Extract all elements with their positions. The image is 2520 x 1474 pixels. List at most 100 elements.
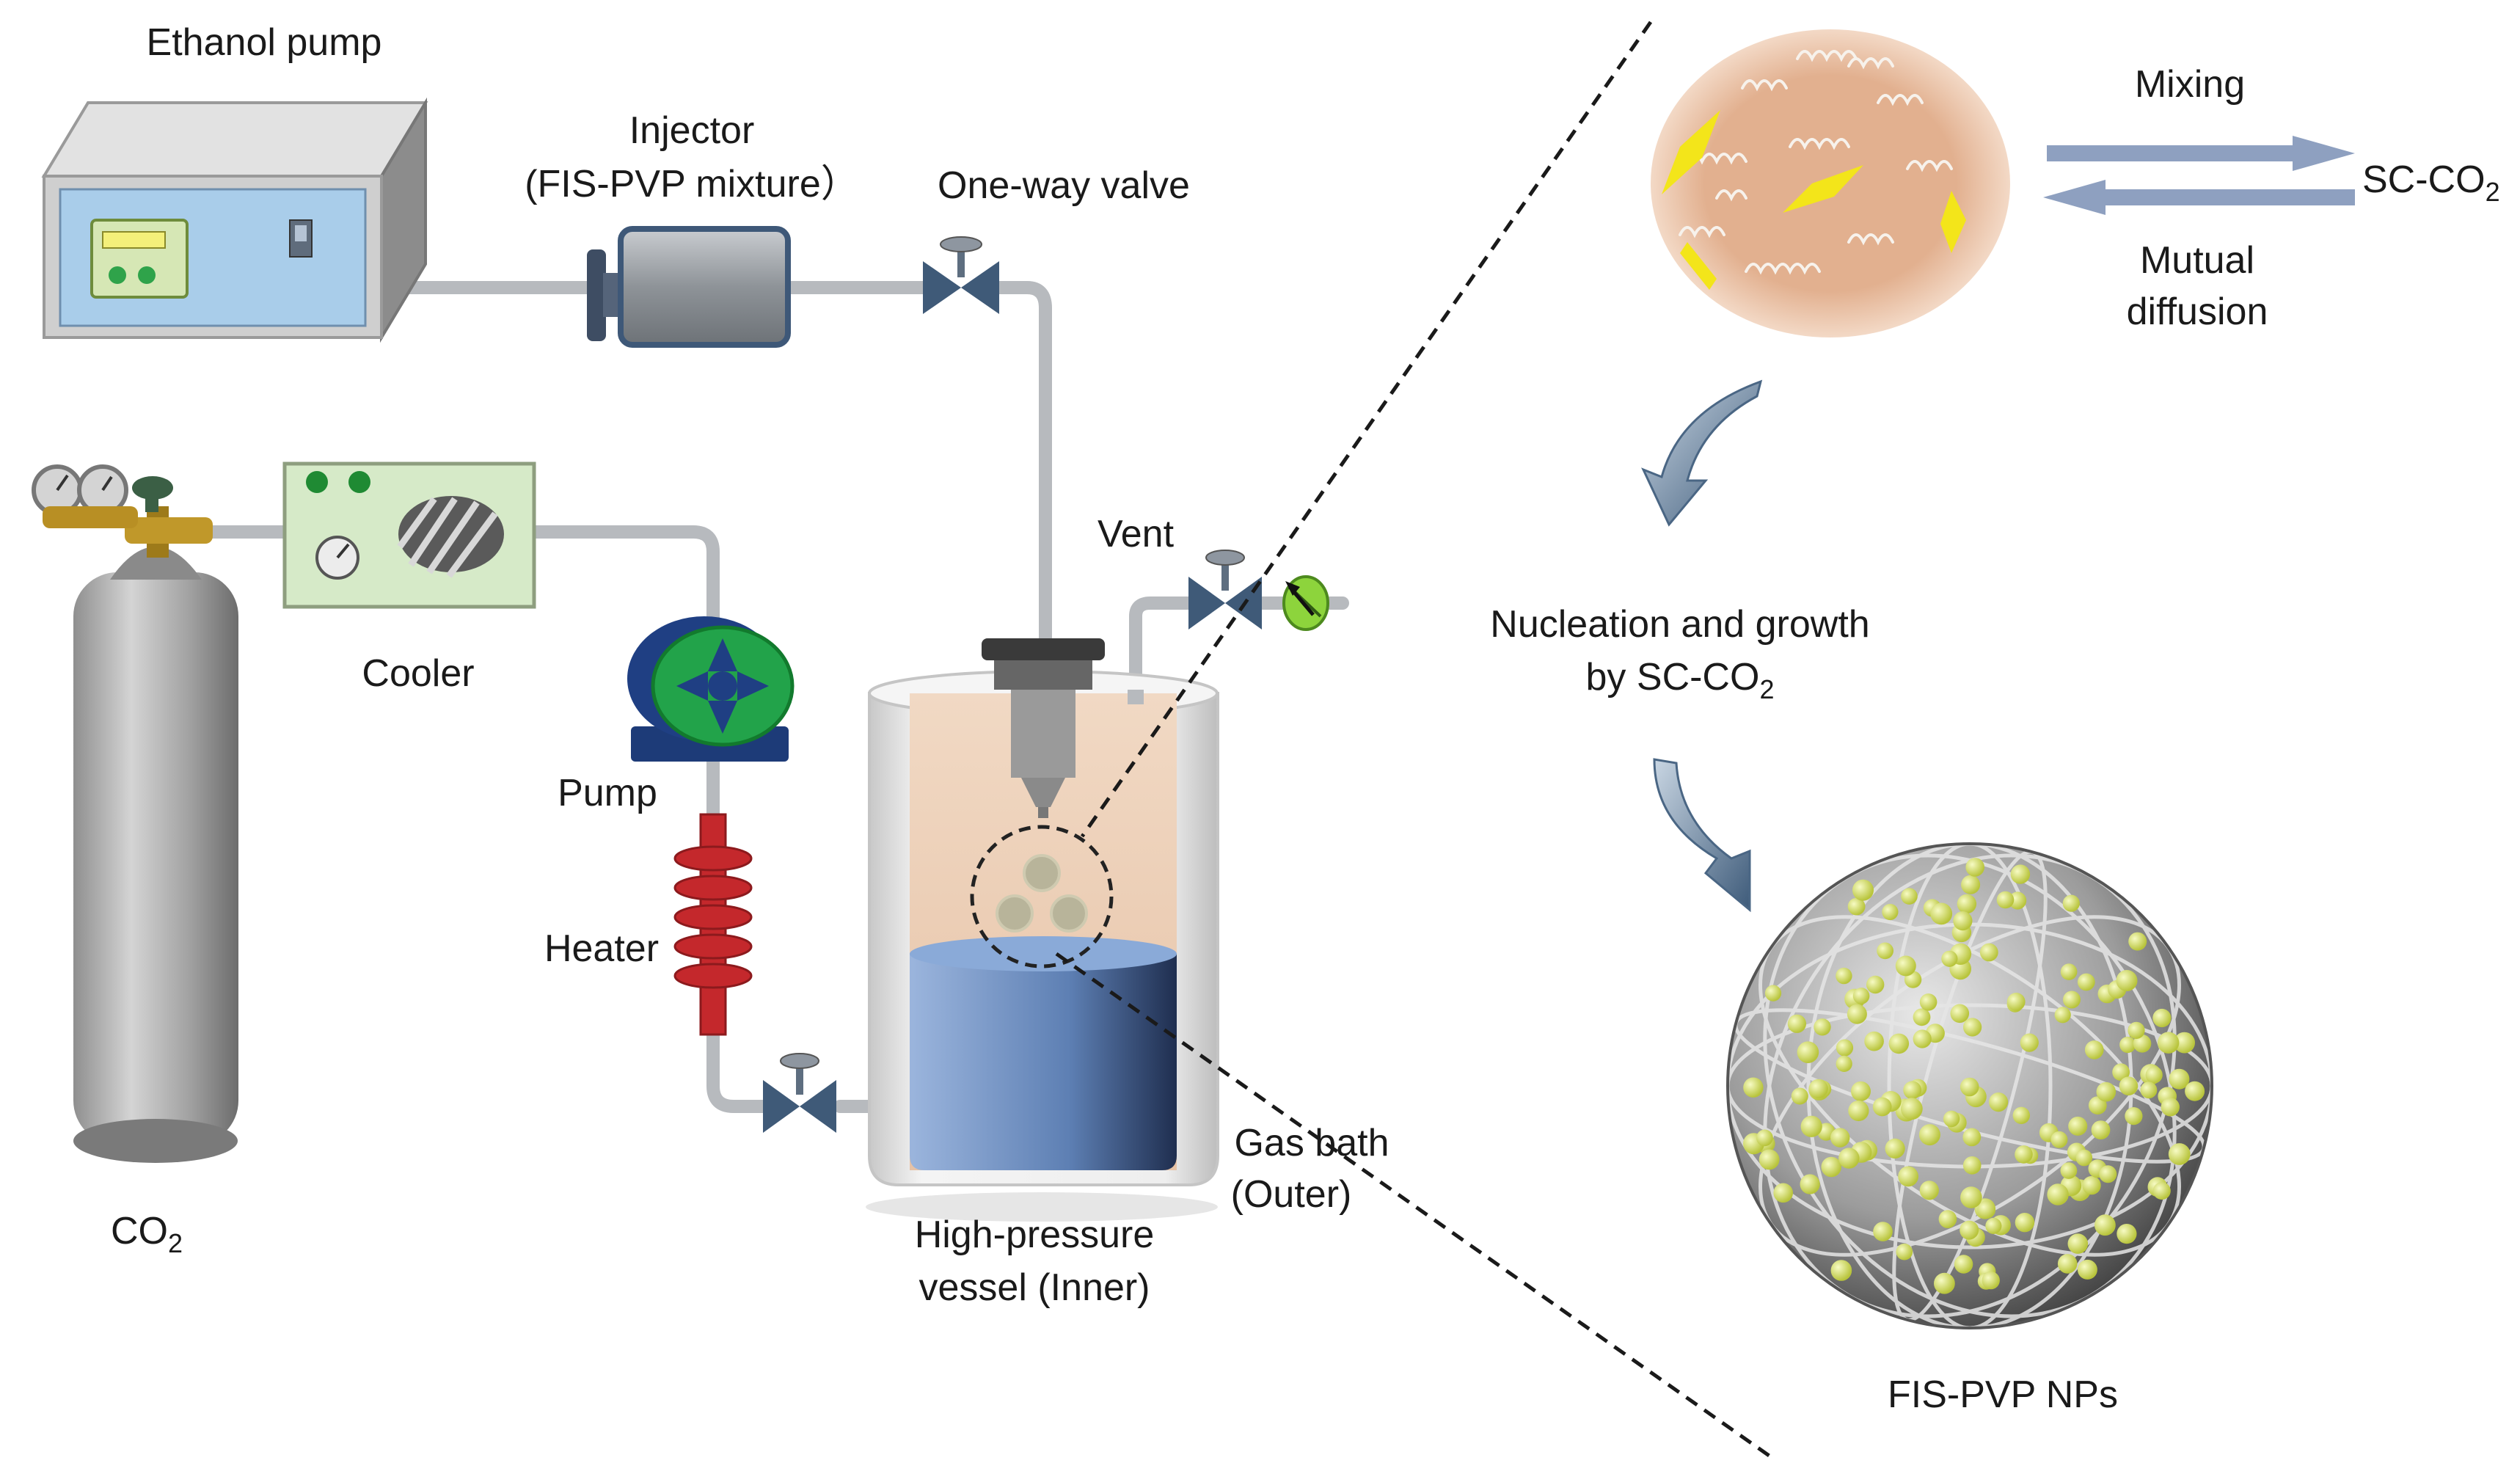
nanoparticle bbox=[1882, 903, 1899, 921]
nanoparticle bbox=[1791, 1087, 1808, 1105]
nanoparticle bbox=[2152, 1008, 2172, 1028]
label-diffusion: diffusion bbox=[2127, 291, 2268, 333]
nanoparticle bbox=[2015, 1145, 2033, 1164]
nanoparticle bbox=[1962, 1128, 1982, 1147]
nanoparticle bbox=[1982, 1271, 2000, 1290]
nanoparticle bbox=[2116, 970, 2138, 991]
nanoparticle bbox=[2185, 1081, 2205, 1101]
co2-cylinder bbox=[32, 464, 238, 1163]
nanoparticle bbox=[1800, 1115, 1822, 1137]
nanoparticle bbox=[1877, 942, 1894, 960]
label-injector: Injector bbox=[629, 109, 755, 152]
nanoparticle bbox=[1830, 1260, 1852, 1281]
fis-pvp-droplet bbox=[1651, 29, 2010, 338]
nanoparticle bbox=[1965, 858, 1984, 877]
label-cooler: Cooler bbox=[362, 652, 474, 695]
nanoparticle bbox=[2094, 1214, 2116, 1236]
nanoparticle bbox=[1960, 1220, 1979, 1240]
nanoparticle bbox=[1847, 897, 1866, 916]
nanoparticle bbox=[2158, 1032, 2180, 1054]
label-pump: Pump bbox=[558, 772, 657, 814]
nanoparticle bbox=[1821, 1156, 1842, 1178]
nanoparticle bbox=[1797, 1041, 1819, 1063]
nanoparticle bbox=[1960, 1077, 1979, 1097]
nanoparticle bbox=[1764, 985, 1782, 1001]
nanoparticle bbox=[1814, 1018, 1831, 1036]
nanoparticle bbox=[2077, 973, 2095, 991]
cooler bbox=[282, 461, 536, 609]
nanoparticle bbox=[2054, 1007, 2071, 1024]
nanoparticle bbox=[1895, 955, 1916, 977]
nanoparticle bbox=[2152, 1182, 2171, 1200]
label-vessel-line2: vessel (Inner) bbox=[919, 1266, 1150, 1309]
nanoparticle bbox=[2128, 932, 2147, 951]
nanoparticle bbox=[1962, 1156, 1982, 1175]
nanoparticle bbox=[1930, 902, 1953, 925]
nanoparticle bbox=[1836, 967, 1852, 985]
nanoparticle bbox=[1756, 1129, 1773, 1147]
nanoparticle bbox=[2075, 1149, 2093, 1167]
nanoparticle bbox=[2099, 1165, 2117, 1183]
heater bbox=[673, 813, 753, 1036]
nanoparticle bbox=[2128, 1021, 2145, 1039]
nanoparticle bbox=[2067, 1233, 2089, 1254]
nanoparticle bbox=[1950, 1004, 1970, 1024]
one-way-valve bbox=[923, 236, 999, 314]
nanoparticle bbox=[1934, 1272, 1955, 1294]
nanoparticle bbox=[2012, 1106, 2030, 1125]
label-vent: Vent bbox=[1098, 513, 1175, 555]
label-gas-bath-outer: (Outer) bbox=[1231, 1173, 1352, 1216]
nanoparticle bbox=[1919, 1181, 1939, 1200]
nanoparticle bbox=[2060, 1162, 2078, 1179]
process-arrow-2 bbox=[1653, 758, 1751, 913]
nanoparticle bbox=[1953, 911, 1973, 931]
ethanol-pump bbox=[41, 97, 428, 343]
nanoparticle bbox=[1872, 1097, 1892, 1117]
nanoparticle bbox=[2174, 1032, 2196, 1054]
label-one-way-valve: One-way valve bbox=[938, 164, 1190, 207]
nanoparticle bbox=[1885, 1138, 1905, 1159]
label-ethanol-pump: Ethanol pump bbox=[147, 21, 382, 64]
nanoparticle bbox=[1960, 1186, 1982, 1208]
nanoparticle bbox=[1743, 1077, 1764, 1098]
nanoparticle bbox=[2096, 1081, 2117, 1102]
nanoparticle bbox=[1957, 894, 1977, 914]
nanoparticle bbox=[2140, 1081, 2158, 1099]
label-sc-co2: SC-CO2 bbox=[2362, 158, 2500, 207]
nanoparticle bbox=[2161, 1098, 2180, 1117]
nanoparticle bbox=[1864, 1031, 1884, 1051]
nanoparticle bbox=[2133, 1035, 2152, 1053]
fis-pvp-nanoparticle-sphere bbox=[1726, 842, 2213, 1329]
nanoparticle bbox=[2084, 1040, 2104, 1059]
nanoparticle bbox=[1954, 1255, 1973, 1274]
vent-flow-indicator bbox=[1282, 575, 1329, 631]
label-vessel-line1: High-pressure bbox=[915, 1214, 1155, 1256]
nanoparticle bbox=[2077, 1259, 2097, 1280]
nanoparticle bbox=[1961, 875, 1981, 894]
nanoparticle bbox=[1888, 1033, 1910, 1054]
nanoparticle bbox=[2168, 1143, 2191, 1165]
nanoparticle bbox=[1838, 1148, 1860, 1169]
nanoparticle bbox=[2117, 1224, 2137, 1244]
nanoparticle bbox=[2119, 1076, 2139, 1095]
nanoparticle bbox=[1787, 1014, 1806, 1033]
nanoparticle bbox=[1800, 1174, 1820, 1194]
nanoparticle bbox=[2015, 1213, 2035, 1233]
nanoparticle bbox=[2125, 1107, 2143, 1125]
high-pressure-vessel bbox=[866, 638, 1219, 1222]
nanoparticle bbox=[2057, 1254, 2078, 1274]
label-injector-mixture: (FIS-PVP mixture） bbox=[525, 163, 859, 205]
nanoparticle bbox=[2119, 1036, 2136, 1054]
nanoparticle bbox=[1903, 1081, 1922, 1100]
nanoparticle bbox=[2047, 1183, 2069, 1205]
process-arrow-1 bbox=[1641, 379, 1763, 527]
nanoparticle bbox=[1758, 1149, 1780, 1170]
nanoparticle bbox=[1919, 993, 1938, 1011]
nanoparticle bbox=[2006, 993, 2026, 1011]
nanoparticle bbox=[2145, 1066, 2163, 1084]
inlet-valve bbox=[763, 1053, 836, 1133]
nanoparticle bbox=[1943, 1110, 1960, 1128]
nanoparticle bbox=[2088, 1096, 2107, 1114]
label-gas-bath: Gas bath bbox=[1234, 1122, 1389, 1164]
